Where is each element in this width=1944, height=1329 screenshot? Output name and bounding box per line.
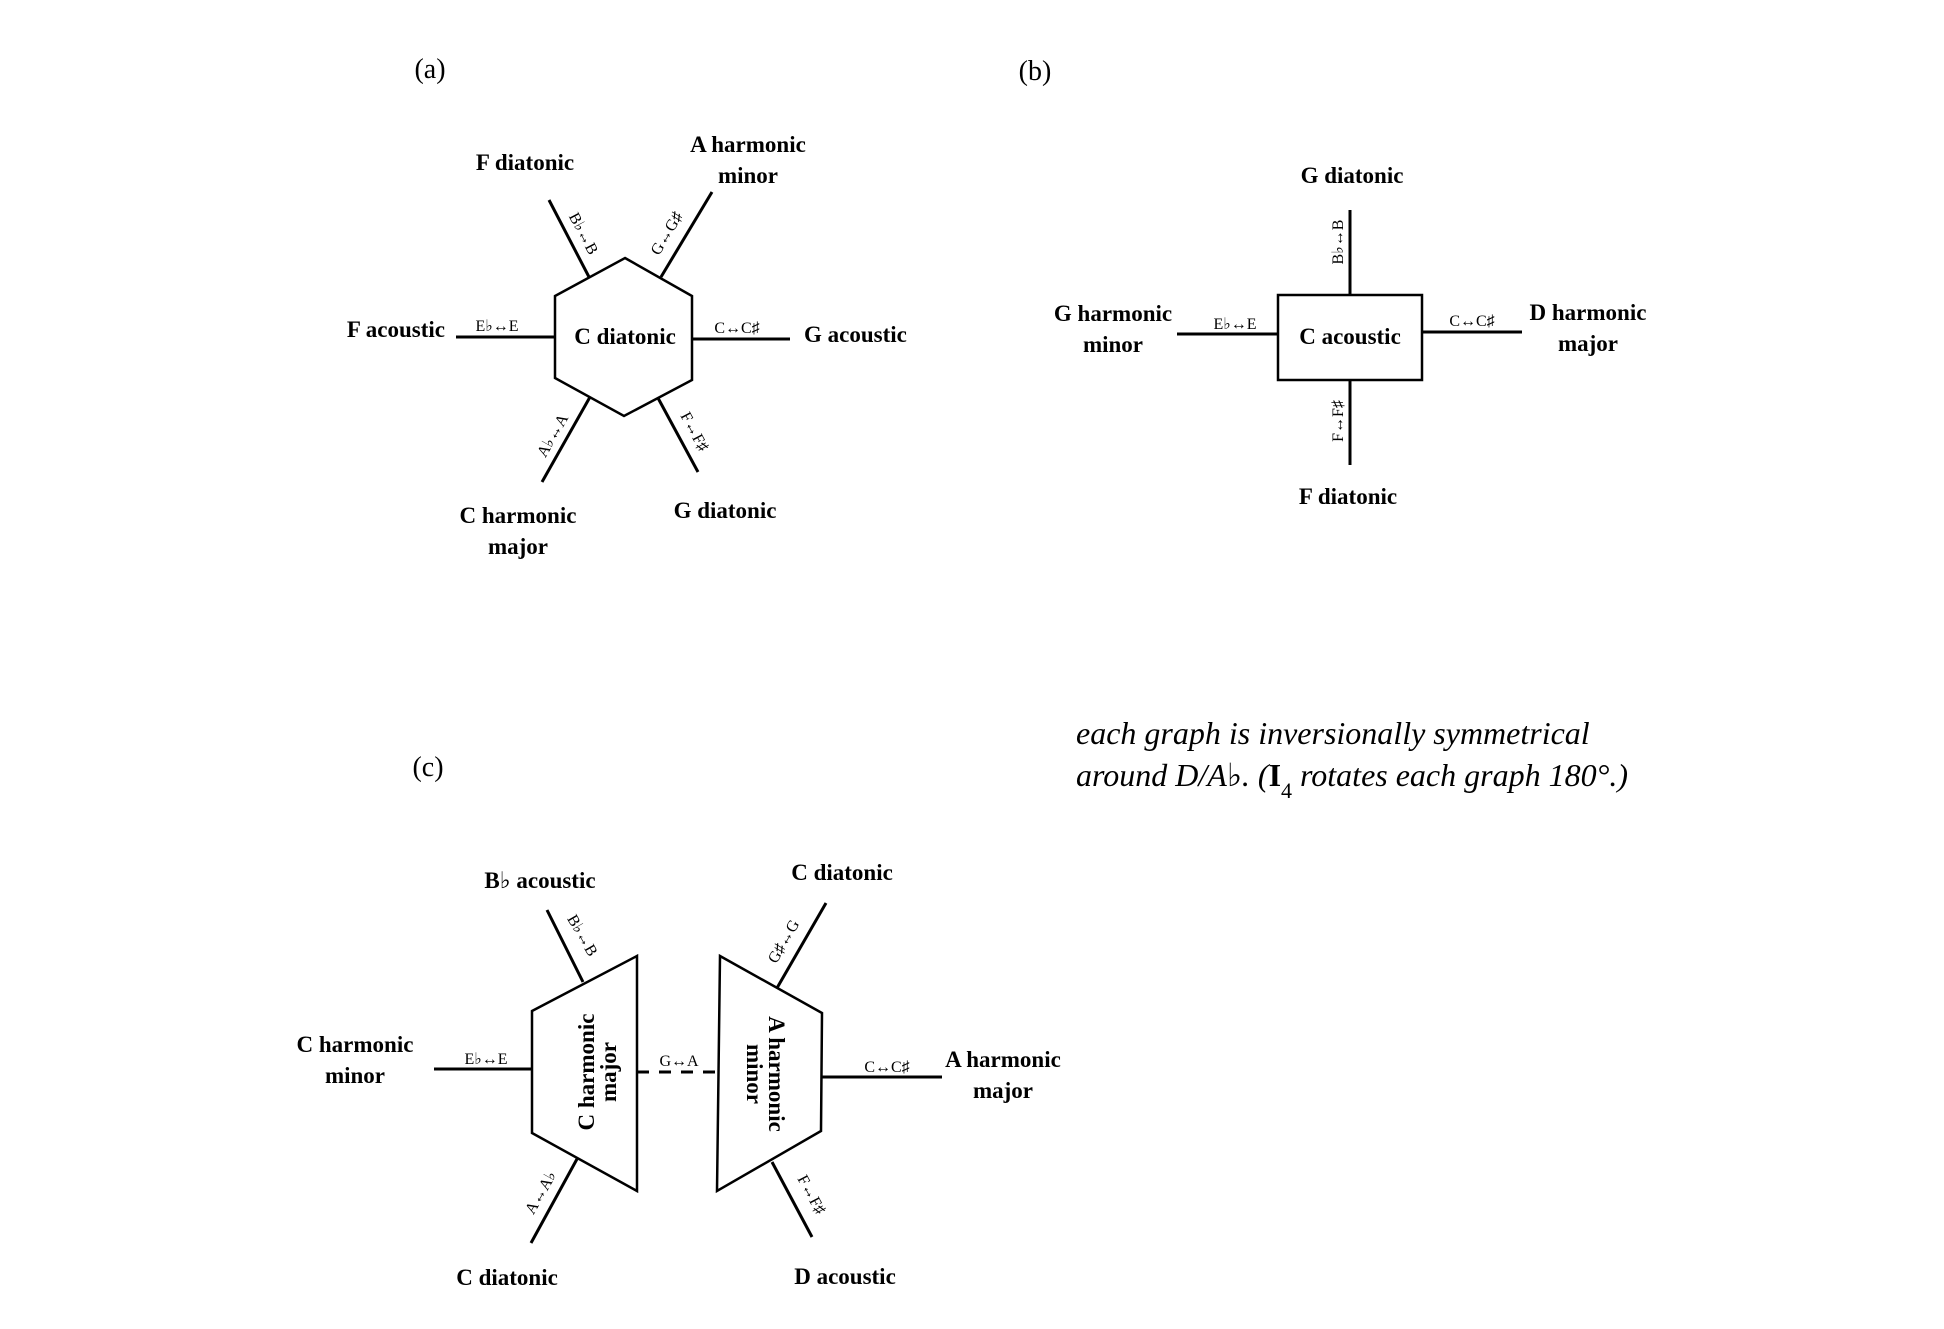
- node-bb-acoustic: B♭ acoustic: [484, 868, 595, 893]
- edge-line-d-acoustic: [770, 1161, 814, 1238]
- node-g-diatonic: G diatonic: [1301, 163, 1404, 188]
- center-c-acoustic: C acoustic: [1299, 324, 1401, 349]
- node-f-diatonic: F diatonic: [1299, 484, 1397, 509]
- edge-label-c-csharp: C↔C♯: [864, 1059, 909, 1076]
- edge-line-c-harmonic-major: [540, 396, 592, 483]
- panel-b: (b) C acoustic B♭↔B E♭↔E C↔C♯ F↔F♯ G dia…: [1019, 56, 1647, 509]
- edge-label-eb-e: E♭↔E: [464, 1051, 507, 1068]
- node-f-diatonic: F diatonic: [476, 150, 574, 175]
- panel-a: (a) C diatonic B♭↔B G↔G♯ E♭↔E C↔C♯ A♭↔A …: [347, 54, 907, 559]
- note-line-1: each graph is inversionally symmetrical: [1076, 715, 1590, 751]
- hexagon-c-diatonic: [553, 256, 694, 418]
- center-c-diatonic: C diatonic: [574, 324, 676, 349]
- node-d-harmonic-major-2: major: [1558, 331, 1618, 356]
- node-d-acoustic: D acoustic: [794, 1264, 896, 1289]
- node-a-harmonic-minor-2: minor: [718, 163, 778, 188]
- node-g-acoustic: G acoustic: [804, 322, 907, 347]
- node-c-diatonic-bottom: C diatonic: [456, 1265, 558, 1290]
- node-a-harmonic: A harmonic: [690, 132, 806, 157]
- node-g-harmonic: G harmonic: [1054, 301, 1172, 326]
- edge-label-bb-b: B♭↔B: [565, 210, 601, 258]
- edge-line-f-diatonic: [547, 199, 591, 278]
- center-a-harmonic-minor-2: minor: [742, 1044, 767, 1104]
- node-g-diatonic: G diatonic: [674, 498, 777, 523]
- node-g-harmonic-minor-2: minor: [1083, 332, 1143, 357]
- edge-label-f-fsharp: F↔F♯: [677, 409, 712, 454]
- center-a-harmonic: A harmonic: [764, 1016, 789, 1132]
- node-c-harmonic-major-2: major: [488, 534, 548, 559]
- node-c-harmonic: C harmonic: [297, 1032, 414, 1057]
- node-c-harmonic-minor-2: minor: [325, 1063, 385, 1088]
- note-operator-i: I: [1269, 757, 1281, 793]
- node-c-diatonic-top: C diatonic: [791, 860, 893, 885]
- edge-label-f-fsharp: F↔F♯: [1330, 400, 1347, 442]
- edge-label-g-gsharp: G↔G♯: [648, 209, 687, 258]
- edge-line-c-diatonic-bottom: [529, 1158, 579, 1244]
- edge-label-a-ab: A↔A♭: [522, 1168, 560, 1217]
- panel-b-label: (b): [1019, 56, 1052, 87]
- node-d-harmonic: D harmonic: [1530, 300, 1647, 325]
- center-c-harmonic-major-2: major: [596, 1042, 621, 1102]
- edge-label-eb-e: E♭↔E: [475, 318, 518, 335]
- caption-note: each graph is inversionally symmetrical …: [1076, 715, 1628, 803]
- panel-a-label: (a): [414, 54, 445, 85]
- trapezoid-c-harmonic-major: [530, 953, 639, 1194]
- note-line-2-end: rotates each graph 180°.): [1292, 757, 1628, 793]
- edge-label-bb-b: B♭↔B: [1330, 220, 1347, 265]
- node-f-acoustic: F acoustic: [347, 317, 445, 342]
- note-operator-subscript: 4: [1281, 778, 1292, 803]
- panel-c: (c) C harmonic major A harmonic minor B♭…: [297, 752, 1061, 1290]
- trapezoid-a-harmonic-minor: [715, 953, 824, 1194]
- edge-label-c-csharp: C↔C♯: [1449, 313, 1494, 330]
- edge-label-c-csharp: C↔C♯: [714, 320, 759, 337]
- note-line-2: around D/A♭. (I4 rotates each graph 180°…: [1076, 757, 1628, 803]
- node-a-harmonic-major-2: major: [973, 1078, 1033, 1103]
- edge-line-a-harmonic-minor: [659, 191, 714, 278]
- edge-label-eb-e: E♭↔E: [1213, 316, 1256, 333]
- edge-label-gsharp-g: G♯↔G: [765, 917, 803, 967]
- edge-label-g-a: G↔A: [659, 1053, 699, 1070]
- center-c-harmonic: C harmonic: [574, 1014, 599, 1131]
- node-a-harmonic: A harmonic: [945, 1047, 1061, 1072]
- panel-c-label: (c): [412, 752, 443, 783]
- edge-line-g-diatonic: [656, 397, 700, 473]
- edge-line-c-diatonic-top: [775, 902, 828, 989]
- edge-line-bb-acoustic: [545, 909, 585, 983]
- note-line-2-start: around D/A♭. (: [1076, 757, 1271, 793]
- node-c-harmonic: C harmonic: [460, 503, 577, 528]
